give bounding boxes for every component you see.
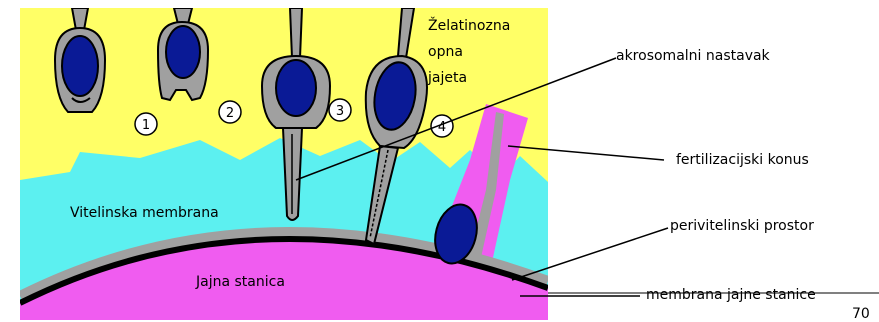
label-jelly-coat-line-1: Želatinozna <box>428 16 510 34</box>
label-vitelline-membrane: Vitelinska membrana <box>70 205 219 221</box>
svg-text:1: 1 <box>142 118 150 133</box>
stage-marker-1: 1 <box>135 113 157 135</box>
label-egg-cell: Jajna stanica <box>195 274 285 290</box>
callout-perivitelline-space: perivitelinski prostor <box>670 218 814 234</box>
label-jelly-coat-line-3: jajeta <box>427 70 467 86</box>
stage-marker-4: 4 <box>431 115 453 137</box>
callout-fertilization-cone: fertilizacijski konus <box>676 152 809 168</box>
stage-marker-2: 2 <box>219 101 241 123</box>
svg-text:2: 2 <box>226 106 234 121</box>
label-jelly-coat-line-2: opna <box>428 44 463 60</box>
svg-text:3: 3 <box>336 104 344 119</box>
stage-marker-3: 3 <box>329 99 351 121</box>
svg-text:4: 4 <box>438 120 446 135</box>
callout-egg-membrane: membrana jajne stanice <box>646 287 816 303</box>
callout-acrosomal-process: akrosomalni nastavak <box>616 48 770 64</box>
